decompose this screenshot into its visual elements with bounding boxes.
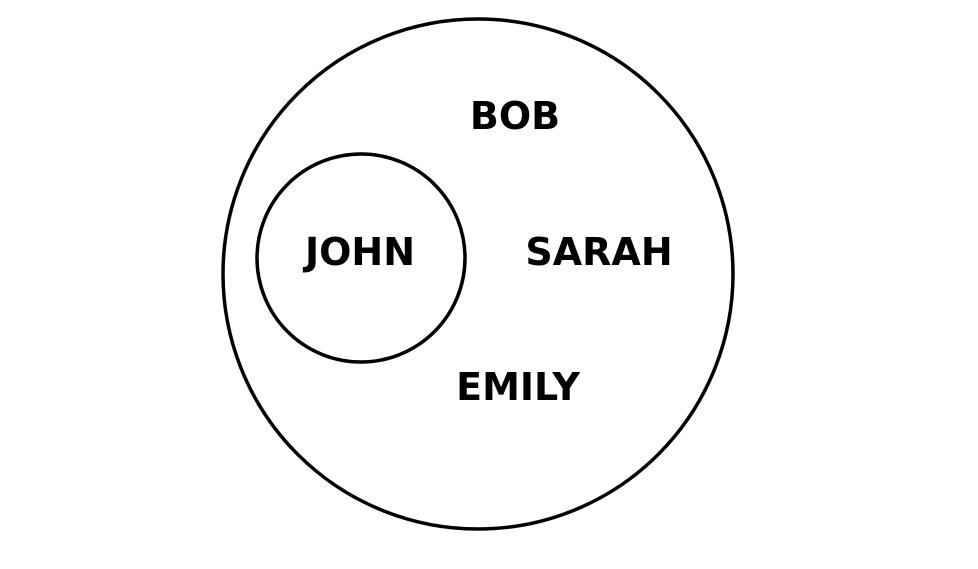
- outer-set-circle: [221, 17, 735, 531]
- member-label-bob: BOB: [470, 94, 560, 138]
- member-label-john: JOHN: [302, 230, 415, 274]
- member-label-emily: EMILY: [456, 365, 580, 409]
- inner-set-circle: [255, 152, 467, 364]
- member-label-sarah: SARAH: [525, 230, 672, 274]
